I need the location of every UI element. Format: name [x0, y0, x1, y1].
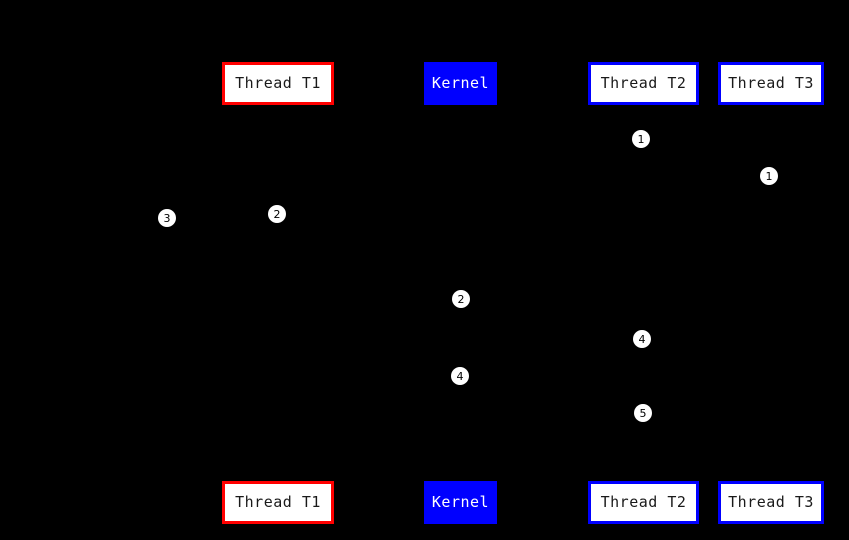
step-number-bullet: 5 [634, 404, 652, 422]
participant-box-kernel-bottom: Kernel [424, 481, 497, 524]
participant-box-t1-top: Thread T1 [222, 62, 334, 105]
lifeline-t1 [278, 105, 279, 481]
participant-box-t1-bottom: Thread T1 [222, 481, 334, 524]
step-number-bullet: 2 [452, 290, 470, 308]
participant-box-t3-top: Thread T3 [718, 62, 824, 105]
participant-label: Thread T1 [235, 493, 321, 511]
step-number-bullet: 2 [268, 205, 286, 223]
step-number-bullet: 4 [451, 367, 469, 385]
participant-label: Thread T2 [600, 493, 687, 511]
step-number-bullet: 4 [633, 330, 651, 348]
participant-box-t2-top: Thread T2 [588, 62, 699, 105]
participant-label: Thread T3 [728, 493, 814, 511]
participant-label: Thread T1 [235, 74, 321, 92]
step-number-bullet: 1 [632, 130, 650, 148]
participant-label: Thread T2 [600, 74, 687, 92]
participant-box-t2-bottom: Thread T2 [588, 481, 699, 524]
step-number-bullet: 1 [760, 167, 778, 185]
participant-label: Kernel [431, 74, 490, 92]
lifeline-t2 [643, 105, 644, 481]
participant-label: Thread T3 [728, 74, 814, 92]
step-number-bullet: 3 [158, 209, 176, 227]
participant-label: Kernel [431, 493, 490, 511]
participant-box-t3-bottom: Thread T3 [718, 481, 824, 524]
lifeline-t3 [771, 105, 772, 481]
participant-box-kernel-top: Kernel [424, 62, 497, 105]
